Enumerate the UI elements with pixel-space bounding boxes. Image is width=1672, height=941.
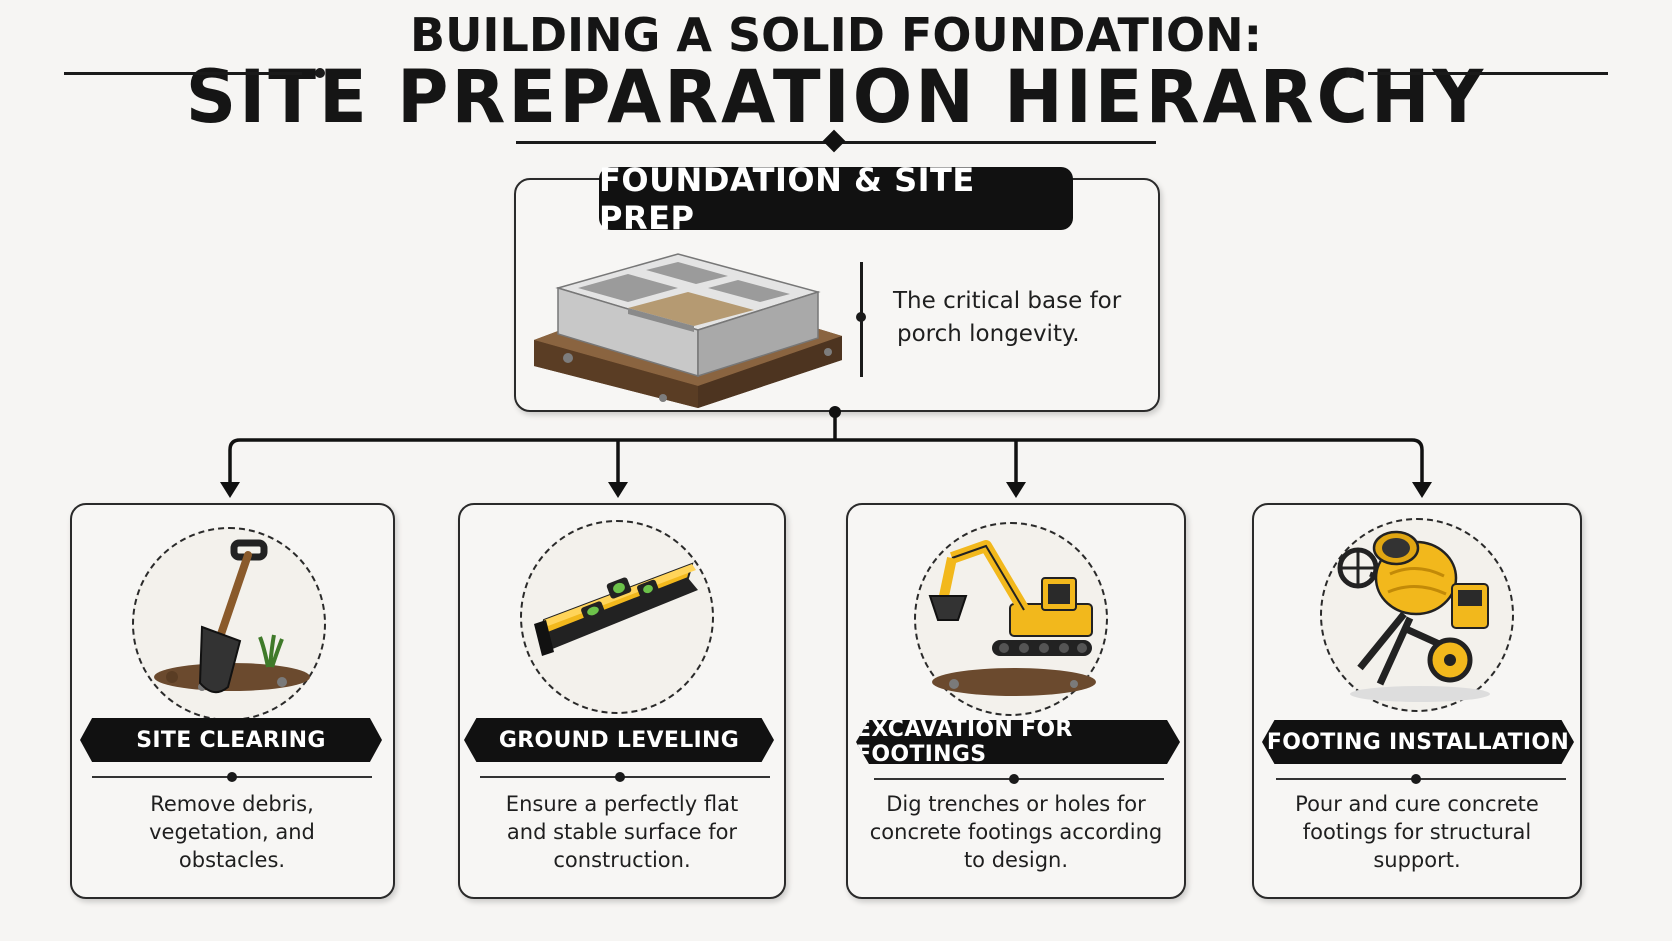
root-description-divider-dot [856,312,866,322]
page-title: SITE PREPARATION HIERARCHY [185,53,1487,141]
step-2-line-2: and stable surface for [506,820,738,844]
shovel-icon [154,539,310,694]
step-1-line-1: Remove debris, [150,792,314,816]
root-description: The critical base for porch longevity. [893,285,1153,351]
step-label-4: FOOTING INSTALLATION [1262,720,1574,764]
step-4-line-2: footings for structural [1302,820,1532,844]
excavator-icon [928,540,1096,696]
step-1-line-2: vegetation, and [149,820,315,844]
step-rule-3 [874,778,1164,780]
title-rule-right-dot [1346,68,1356,78]
step-label-2: GROUND LEVELING [464,718,774,762]
step-rule-dot-1 [227,772,237,782]
root-description-line-2: porch longevity. [897,321,1080,347]
title-rule-left [64,72,302,75]
step-4-line-1: Pour and cure concrete [1295,792,1539,816]
step-rule-dot-2 [615,772,625,782]
step-description-3: Dig trenches or holes for concrete footi… [856,790,1176,874]
step-description-1: Remove debris, vegetation, and obstacles… [84,790,380,874]
root-node-label: FOUNDATION & SITE PREP [599,161,1073,237]
step-1-line-3: obstacles. [178,848,286,872]
step-2-line-3: construction. [553,848,691,872]
step-description-4: Pour and cure concrete footings for stru… [1262,790,1572,874]
step-rule-dot-3 [1009,774,1019,784]
step-rule-4 [1276,778,1566,780]
step-label-3: EXCAVATION FOR FOOTINGS [856,720,1180,764]
step-2-line-1: Ensure a perfectly flat [505,792,739,816]
title-rule-right [1368,72,1608,75]
title-line-1: BUILDING A SOLID FOUNDATION: [410,8,1262,62]
concrete-foundation-icon [534,253,842,408]
step-4-line-3: support. [1373,848,1461,872]
step-label-1: SITE CLEARING [80,718,382,762]
step-rule-dot-4 [1411,774,1421,784]
spirit-level-icon [534,562,698,656]
step-3-line-3: to design. [963,848,1069,872]
step-3-line-2: concrete footings according [869,820,1163,844]
title-rule-left-dot [315,68,325,78]
step-3-line-1: Dig trenches or holes for [886,792,1146,816]
root-description-line-1: The critical base for [893,288,1122,314]
cement-mixer-icon [1337,530,1490,702]
step-description-2: Ensure a perfectly flat and stable surfa… [470,790,774,874]
step-rule-2 [480,776,770,778]
